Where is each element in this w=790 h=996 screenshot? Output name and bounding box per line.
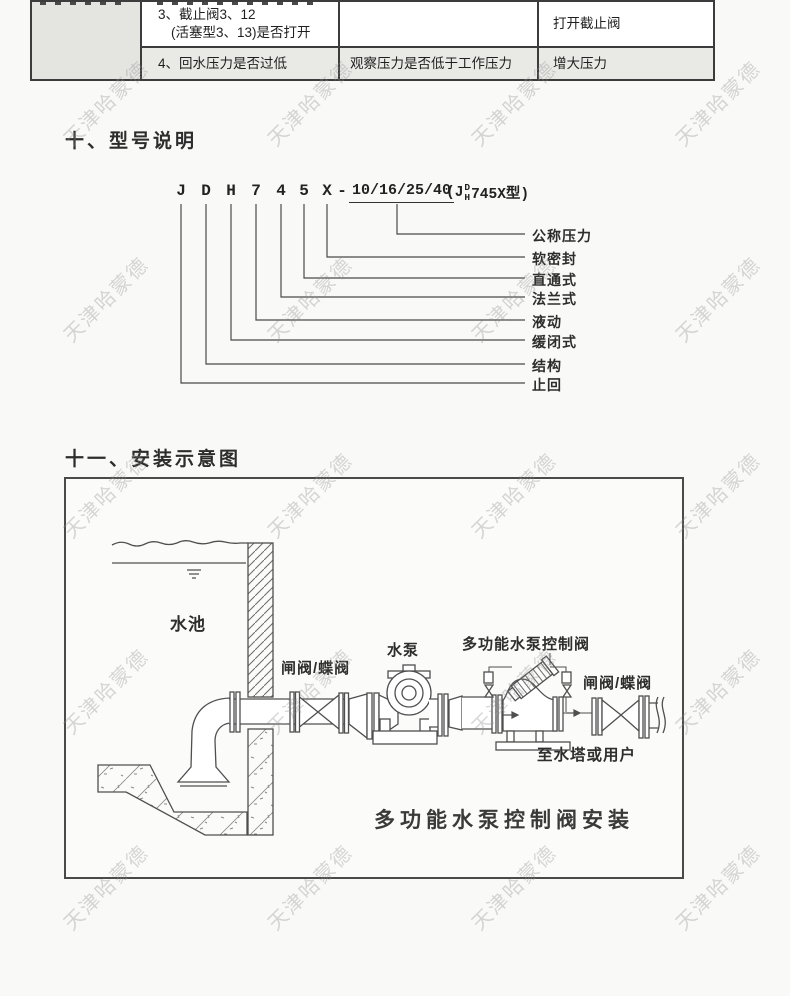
model-pressure-values: 10/16/25/40 [349,182,455,203]
table-cell-method: 观察压力是否低于工作压力 [338,48,537,79]
sump-pit-drawing [97,764,248,836]
model-label: 直通式 [532,272,577,288]
watermark-text: 天津哈蒙德 [60,253,154,347]
section-heading-model: 十、型号说明 [65,131,198,152]
water-tank-drawing [111,540,248,579]
table-merged-left-cell [32,2,142,79]
model-label: 软密封 [532,251,577,267]
cell-text: 增大压力 [553,55,607,71]
model-letter: X [322,182,332,200]
table-cell-item: 3、截止阀3、12 (活塞型3、13)是否打开 [142,2,338,46]
model-label: 结构 [532,358,562,374]
model-suffix-prefix: (J [446,184,464,201]
cell-text: 观察压力是否低于工作压力 [350,55,512,71]
butterfly-valve-1-drawing [229,691,350,734]
model-letter: 7 [251,182,261,200]
model-letter: H [226,182,236,200]
flow-arrow-icon [502,653,582,719]
pump-drawing [372,664,438,745]
troubleshooting-table: 3、截止阀3、12 (活塞型3、13)是否打开 打开截止阀 4、回水压力是否过低… [30,0,715,81]
installation-diagram-drawing [97,540,666,836]
clipped-text-fragment [157,2,317,5]
diagram-caption: 多功能水泵控制阀安装 [374,808,634,832]
cell-text: 3、截止阀3、12 [158,7,256,22]
model-label: 缓闭式 [532,334,577,350]
outlet-pipe-drawing [563,695,666,739]
model-letter: J [176,182,186,200]
model-label: 液动 [532,314,562,330]
gate-valve-2-label: 闸阀/蝶阀 [583,675,653,692]
model-letter: D [201,182,211,200]
table-cell-method [338,2,537,46]
control-valve-label: 多功能水泵控制阀 [462,636,591,653]
model-label: 止回 [532,377,562,393]
model-label: 公称压力 [532,228,592,244]
model-letter: 4 [276,182,286,200]
model-code-diagram: J D H 7 4 5 X - 10/16/25/40 (J D H 745X型… [165,180,605,398]
cell-text: 打开截止阀 [553,16,621,31]
gate-valve-1-label: 闸阀/蝶阀 [281,660,351,677]
model-dash: - [337,182,347,200]
clipped-text-fragment [40,2,125,5]
section-heading-install: 十一、安装示意图 [65,449,242,470]
model-suffix-rest: 745X型) [471,187,530,203]
model-label: 法兰式 [532,291,577,307]
tank-wall-drawing [247,542,274,698]
cell-text: 4、回水压力是否过低 [158,55,288,71]
outlet-destination-label: 至水塔或用户 [537,747,637,764]
table-row: 3、截止阀3、12 (活塞型3、13)是否打开 打开截止阀 [142,2,713,46]
model-connector-lines [180,204,525,384]
tank-wall-lower-drawing [247,728,274,836]
cell-text: (活塞型3、13)是否打开 [171,25,311,40]
watermark-text: 天津哈蒙德 [672,253,766,347]
suction-elbow-drawing [176,697,231,787]
control-valve-drawing [483,655,573,751]
discharge-pipe-drawing [429,693,503,737]
tank-label: 水池 [170,615,206,634]
table-cell-remedy: 打开截止阀 [537,2,715,46]
table-row: 4、回水压力是否过低 观察压力是否低于工作压力 增大压力 [142,46,713,79]
pump-label: 水泵 [387,642,420,659]
table-cell-remedy: 增大压力 [537,48,715,79]
stack-bottom: H [464,191,471,203]
model-suffix-stack: D H [464,183,470,202]
stack-top: D [464,182,471,193]
model-letter: 5 [299,182,309,200]
model-suffix: (J D H 745X型) [446,182,529,203]
table-cell-item: 4、回水压力是否过低 [142,48,338,79]
